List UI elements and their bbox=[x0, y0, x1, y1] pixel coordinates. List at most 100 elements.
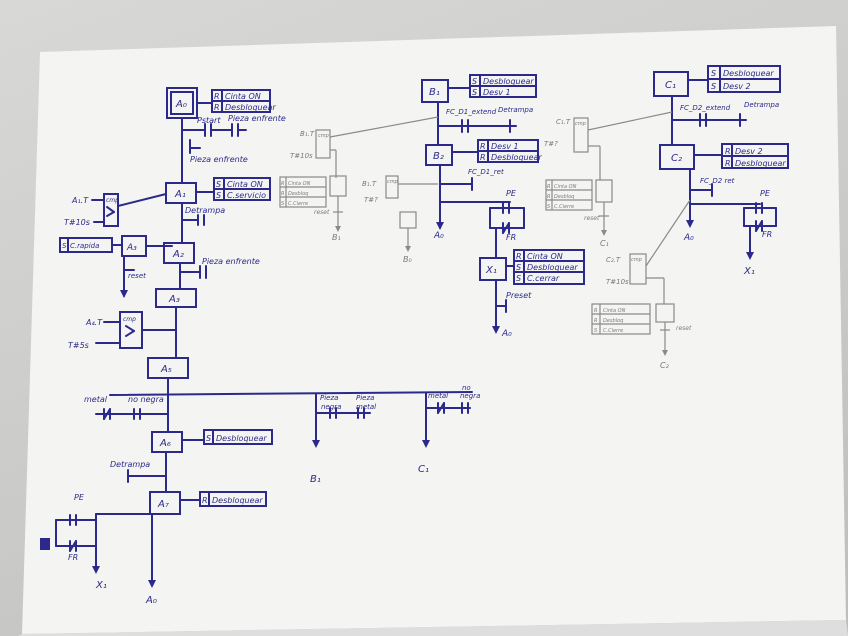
step-x1: X₁ R Cinta ON S Desbloquear S C.cerrar P… bbox=[479, 249, 585, 339]
svg-text:S: S bbox=[516, 263, 521, 272]
svg-text:S: S bbox=[472, 77, 477, 86]
svg-text:C₁: C₁ bbox=[418, 464, 429, 475]
step-b1: B₁ S Desbloquear S Desv 1 bbox=[421, 74, 537, 103]
timer-a4: A₄.T T#5s cmp bbox=[68, 311, 177, 350]
svg-text:Desbloquear: Desbloquear bbox=[735, 159, 786, 168]
svg-text:T#?: T#? bbox=[544, 140, 558, 148]
svg-text:Desbloquear: Desbloquear bbox=[527, 263, 578, 272]
transition-a2-a3: Pieza enfrente bbox=[179, 257, 260, 279]
svg-text:C.rapida: C.rapida bbox=[70, 242, 99, 250]
svg-text:A₂: A₂ bbox=[172, 249, 184, 260]
svg-text:C₂.T: C₂.T bbox=[606, 256, 621, 264]
svg-text:X₁: X₁ bbox=[95, 580, 107, 591]
svg-text:FC_D2 ret: FC_D2 ret bbox=[700, 177, 735, 185]
svg-text:B₁: B₁ bbox=[310, 474, 321, 485]
svg-text:cmp: cmp bbox=[631, 257, 642, 263]
timer-c2: C₂.T T#10s cmp R Cinta ON R Desbloq S C.… bbox=[591, 199, 692, 370]
transition-a0-a1: Pstart Pieza enfrente Pieza enfrente bbox=[181, 114, 286, 164]
timer-b1: B₁.T T#10s cmp bbox=[290, 116, 439, 178]
svg-text:cmp: cmp bbox=[387, 179, 398, 185]
svg-text:FC_D2_extend: FC_D2_extend bbox=[680, 104, 731, 112]
step-c1: C₁ S Desbloquear S Desv 2 bbox=[653, 65, 781, 97]
svg-text:A₁.T: A₁.T bbox=[71, 196, 89, 205]
svg-text:Desbloquear: Desbloquear bbox=[216, 434, 267, 443]
transition-a6-a7: Detrampa bbox=[110, 460, 167, 483]
svg-text:metal: metal bbox=[356, 403, 376, 411]
svg-text:reset: reset bbox=[584, 215, 600, 222]
svg-text:C₁: C₁ bbox=[665, 80, 676, 91]
svg-text:cmp: cmp bbox=[575, 121, 586, 127]
svg-text:B₂: B₂ bbox=[433, 151, 444, 162]
svg-text:Pieza enfrente: Pieza enfrente bbox=[228, 114, 286, 123]
svg-text:C₁: C₁ bbox=[600, 239, 609, 248]
step-a0: A₀ bbox=[166, 87, 198, 119]
svg-text:Desv 1: Desv 1 bbox=[483, 88, 511, 97]
svg-text:cmp: cmp bbox=[123, 316, 136, 323]
svg-text:R: R bbox=[214, 103, 220, 112]
pe-fr-c: PE FR X₁ bbox=[743, 189, 777, 277]
transition-a1-a2: Detrampa bbox=[181, 206, 225, 226]
svg-text:Desbloq: Desbloq bbox=[288, 191, 308, 197]
svg-text:T#10s: T#10s bbox=[290, 152, 313, 160]
svg-text:A₇: A₇ bbox=[157, 499, 169, 510]
svg-text:R: R bbox=[516, 252, 522, 261]
svg-text:Desbloquear: Desbloquear bbox=[212, 496, 263, 505]
svg-text:Cinta ON: Cinta ON bbox=[225, 92, 261, 101]
branch-to-b1: Pieza negra Pieza metal B₁ bbox=[310, 393, 376, 485]
svg-text:Desbloquear: Desbloquear bbox=[225, 103, 276, 112]
svg-text:B₁.T: B₁.T bbox=[300, 130, 315, 138]
svg-text:B₁.T: B₁.T bbox=[362, 180, 377, 188]
svg-text:T#10s: T#10s bbox=[606, 278, 629, 286]
svg-text:reset: reset bbox=[676, 325, 692, 332]
step-b3: R Cinta ON R Desbloq S C.Cierre reset B₁ bbox=[279, 175, 347, 242]
step-a3-side: S C.rapida A₃ reset bbox=[59, 235, 173, 298]
step-a7: A₇ R Desbloquear bbox=[149, 491, 267, 515]
svg-text:R: R bbox=[202, 496, 208, 505]
svg-text:C₂: C₂ bbox=[671, 153, 682, 164]
timer-b1b: B₁.T T#? cmp B₀ bbox=[362, 175, 438, 264]
svg-text:Cinta ON: Cinta ON bbox=[554, 184, 577, 190]
svg-text:T#5s: T#5s bbox=[68, 341, 89, 350]
transition-b1-b2: FC_D1_extend Detrampa bbox=[437, 106, 533, 133]
svg-text:R: R bbox=[594, 308, 597, 314]
svg-text:S: S bbox=[216, 191, 221, 200]
svg-text:A₁: A₁ bbox=[174, 189, 186, 200]
svg-text:negra: negra bbox=[460, 392, 480, 400]
svg-text:R: R bbox=[725, 159, 731, 168]
svg-text:Detrampa: Detrampa bbox=[744, 101, 779, 109]
pe-fr-b: PE FR bbox=[489, 189, 525, 259]
paper-shadow bbox=[18, 620, 848, 636]
svg-text:A₆: A₆ bbox=[159, 438, 171, 449]
svg-text:FC_D1_extend: FC_D1_extend bbox=[446, 108, 497, 116]
svg-text:Desbloquear: Desbloquear bbox=[483, 77, 534, 86]
svg-text:X₁: X₁ bbox=[485, 265, 497, 276]
svg-text:R: R bbox=[214, 92, 220, 101]
svg-text:C.Cierre: C.Cierre bbox=[554, 204, 574, 210]
step-a0-label: A₀ bbox=[175, 99, 187, 110]
svg-text:S: S bbox=[216, 180, 221, 189]
svg-text:A₀: A₀ bbox=[683, 233, 694, 243]
svg-text:Desv 2: Desv 2 bbox=[735, 147, 763, 156]
svg-text:Pieza: Pieza bbox=[320, 394, 338, 402]
svg-text:R: R bbox=[725, 147, 731, 156]
svg-text:Detrampa: Detrampa bbox=[185, 206, 225, 215]
svg-text:FC_D1_ret: FC_D1_ret bbox=[468, 168, 504, 176]
svg-text:PE: PE bbox=[506, 189, 517, 198]
action-a1: S Cinta ON S C.servicio bbox=[195, 177, 271, 201]
svg-text:T#?: T#? bbox=[364, 196, 378, 204]
svg-text:FR: FR bbox=[762, 230, 772, 239]
transition-c1-c2: FC_D2_extend Detrampa bbox=[671, 101, 779, 127]
svg-text:S: S bbox=[547, 204, 551, 210]
svg-text:R: R bbox=[480, 142, 486, 151]
svg-text:Detrampa: Detrampa bbox=[110, 460, 150, 469]
svg-text:cmp: cmp bbox=[318, 133, 329, 139]
svg-text:Desv 2: Desv 2 bbox=[723, 82, 751, 91]
svg-text:S: S bbox=[62, 242, 67, 250]
svg-text:Desbloquear: Desbloquear bbox=[723, 69, 774, 78]
svg-text:S: S bbox=[206, 434, 211, 443]
branch-to-x1: PE FR X₁ bbox=[40, 493, 153, 591]
svg-text:R: R bbox=[594, 318, 597, 324]
svg-text:A₃: A₃ bbox=[168, 294, 180, 305]
svg-text:metal: metal bbox=[84, 395, 108, 404]
